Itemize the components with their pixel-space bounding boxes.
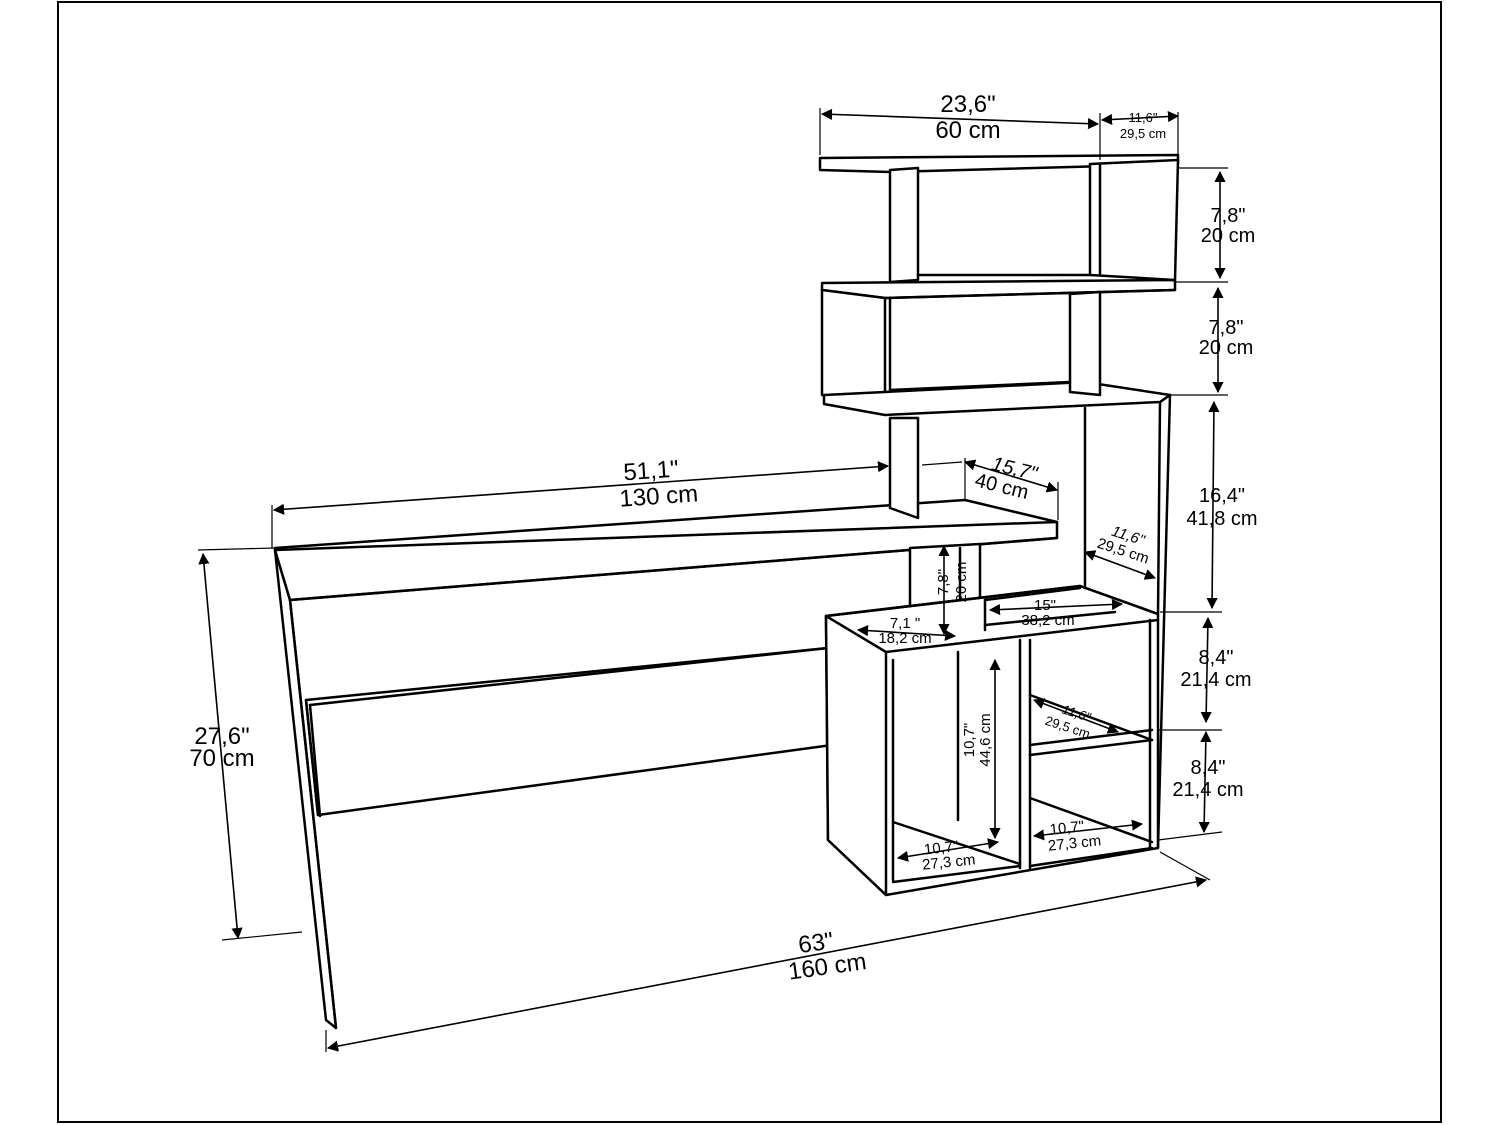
dim-cabinet-tall: 10,7" 44,6 cm — [961, 713, 994, 766]
dim-line-tower-depth — [1083, 550, 1157, 580]
dim-desk-height-cm: 70 cm — [189, 745, 254, 772]
dim-top-depth: 11,6" 29,5 cm — [1120, 110, 1166, 141]
dim-desk-gap: 7,8" 20 cm — [935, 562, 970, 603]
dim-cell-right-in: 10,7" — [1049, 818, 1085, 839]
dim-line-cabinet-1 — [1200, 616, 1214, 724]
dim-desk-length: 51,1" 130 cm — [619, 456, 699, 513]
dim-line-wide-shelf — [988, 598, 1124, 616]
dim-tower-gap-in: 16,4" — [1199, 485, 1245, 507]
dim-desk-height: 27,6" 70 cm — [189, 723, 254, 772]
dim-cell-right: 10,7" 27,3 cm — [1047, 818, 1102, 855]
dim-cell-left: 10,7" 27,3 cm — [921, 838, 976, 874]
dim-cabinet-1-in: 8,4" — [1199, 647, 1234, 669]
dim-upper-shelf-1-cm: 20 cm — [1201, 225, 1255, 247]
dim-line-small-shelf — [856, 625, 957, 641]
dim-line-top-depth — [1100, 110, 1180, 126]
dim-tower-gap: 16,4" 41,8 cm — [1186, 485, 1257, 530]
dim-desk-length-cm: 130 cm — [619, 480, 699, 512]
dim-cabinet-2: 8,4" 21,4 cm — [1172, 757, 1243, 801]
dim-line-desk-length — [272, 461, 890, 515]
middle-shelf — [820, 278, 1177, 417]
dim-desk-gap-cm: 20 cm — [953, 562, 970, 603]
dim-line-desk-depth — [963, 459, 1059, 493]
dim-line-cell-left — [896, 838, 1000, 862]
dim-tower-gap-cm: 41,8 cm — [1186, 508, 1257, 530]
dimension-labels: 23,6" 60 cm 11,6" 29,5 cm 7,8" 20 cm 7,8… — [189, 91, 1257, 986]
dim-line-cell-right — [1032, 819, 1144, 841]
dim-small-shelf-in: 7,1 " — [890, 615, 920, 632]
dim-upper-shelf-2-cm: 20 cm — [1199, 337, 1253, 359]
dim-top-width-in: 23,6" — [940, 91, 995, 118]
tower-post — [888, 416, 920, 520]
dim-wide-shelf-in: 15" — [1034, 597, 1056, 614]
dim-cabinet-1-cm: 21,4 cm — [1180, 669, 1251, 691]
dim-cabinet-tall-in: 10,7" — [961, 723, 978, 758]
dim-desk-length-in: 51,1" — [623, 456, 680, 487]
dim-top-width: 23,6" 60 cm — [935, 91, 1000, 144]
dim-line-cabinet-2 — [1198, 730, 1212, 834]
dim-total-length-in: 63" — [797, 927, 836, 959]
dim-line-tower-gap — [1206, 400, 1220, 610]
dim-cell-left-cm: 27,3 cm — [921, 851, 976, 873]
dim-cabinet-2-in: 8,4" — [1191, 757, 1226, 779]
dim-top-width-cm: 60 cm — [935, 117, 1000, 144]
dimension-lines — [197, 108, 1228, 1052]
desk-shelf-unit — [273, 153, 1180, 1030]
dim-top-depth-cm: 29,5 cm — [1120, 126, 1166, 141]
dim-desk-height-in: 27,6" — [194, 723, 249, 750]
dim-line-top-width — [820, 108, 1100, 130]
dim-wide-shelf: 15" 38,2 cm — [1021, 597, 1074, 629]
dim-upper-shelf-1: 7,8" 20 cm — [1201, 205, 1255, 247]
dim-line-total-length — [326, 876, 1208, 1052]
dim-upper-shelf-1-in: 7,8" — [1211, 205, 1246, 227]
top-shelf — [818, 153, 1180, 284]
dim-line-cabinet-depth — [1032, 698, 1120, 734]
dim-small-shelf: 7,1 " 18,2 cm — [878, 615, 931, 647]
dim-small-shelf-cm: 18,2 cm — [878, 630, 931, 647]
dim-cabinet-2-cm: 21,4 cm — [1172, 779, 1243, 801]
dim-line-desk-height — [198, 552, 243, 940]
dim-cell-right-cm: 27,3 cm — [1047, 832, 1102, 854]
dim-cell-left-in: 10,7" — [923, 838, 959, 859]
dim-upper-shelf-2-in: 7,8" — [1209, 317, 1244, 339]
dim-cabinet-tall-cm: 44,6 cm — [977, 713, 994, 766]
dim-upper-shelf-2: 7,8" 20 cm — [1199, 317, 1253, 359]
dim-top-depth-in: 11,6" — [1129, 110, 1158, 125]
dim-desk-gap-in: 7,8" — [935, 569, 952, 595]
dim-wide-shelf-cm: 38,2 cm — [1021, 612, 1074, 629]
dim-cabinet-1: 8,4" 21,4 cm — [1180, 647, 1251, 691]
